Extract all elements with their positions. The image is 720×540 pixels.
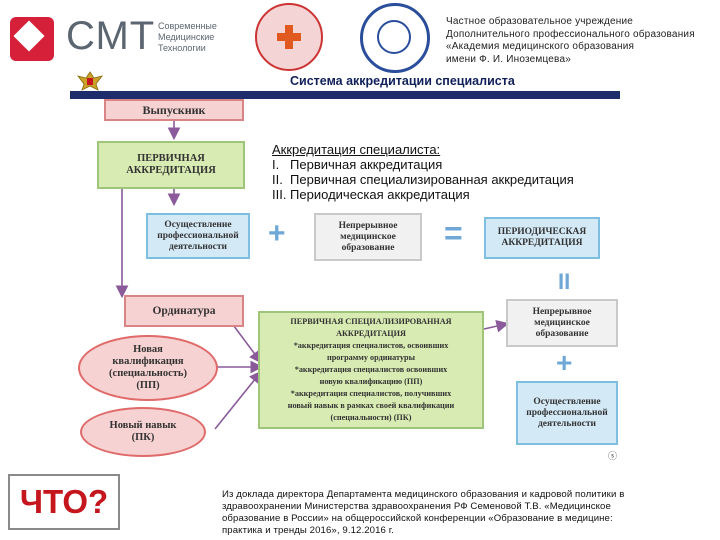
accreditation-list-item: I. Первичная аккредитация <box>272 157 443 172</box>
primary-accreditation-box: ПЕРВИЧНАЯ АККРЕДИТАЦИЯ <box>97 141 245 189</box>
accreditation-list-item: II. Первичная специализированная аккреди… <box>272 172 574 187</box>
academy-emblem-icon <box>255 3 323 71</box>
plus-sign-1: + <box>268 217 286 250</box>
parallel-sign: II <box>558 269 571 294</box>
equals-sign: = <box>444 215 463 251</box>
medical-cross-icon <box>277 25 301 49</box>
panel-mark: ⓢ <box>608 451 618 461</box>
plus-sign-2: + <box>556 347 573 378</box>
new-qualification-oval: Новая квалификация (специальность) (ПП) <box>78 335 218 401</box>
title-divider-bar <box>70 91 620 99</box>
slide-title: Система аккредитации специалиста <box>290 74 515 88</box>
smt-logo-subtitle: Современные Медицинские Технологии <box>158 21 217 53</box>
practice-left-box: Осуществление профессиональной деятельно… <box>146 213 250 259</box>
diagram-panel: Выпускник ПЕРВИЧНАЯ АККРЕДИТАЦИЯ Осущест… <box>70 99 620 467</box>
smt-logo-text: СМТ <box>66 14 156 58</box>
continuous-education-right-box: Непрерывное медицинское образование <box>506 299 618 347</box>
organization-name: Частное образовательное учреждение Допол… <box>446 16 695 65</box>
practice-right-box: Осуществление профессиональной деятельно… <box>516 381 618 445</box>
new-skill-oval: Новый навык (ПК) <box>80 407 206 457</box>
diagram-arrows <box>115 121 510 430</box>
accreditation-list-heading: Аккредитация специалиста: <box>272 142 441 157</box>
smt-logo-mark <box>10 17 54 61</box>
source-citation: Из доклада директора Департамента медици… <box>222 489 625 536</box>
residency-box: Ординатура <box>124 295 244 327</box>
academy-seal-icon <box>360 3 430 73</box>
graduate-box: Выпускник <box>104 99 244 121</box>
periodic-accreditation-box: ПЕРИОДИЧЕСКАЯ АККРЕДИТАЦИЯ <box>484 217 600 259</box>
question-label: ЧТО? <box>8 474 120 530</box>
specialized-accreditation-box: ПЕРВИЧНАЯ СПЕЦИАЛИЗИРОВАННАЯ АККРЕДИТАЦИ… <box>258 311 484 429</box>
arrow-skill-specialized <box>214 370 263 430</box>
continuous-education-mid-box: Непрерывное медицинское образование <box>314 213 422 261</box>
arrow-specialized-continuous <box>483 319 510 333</box>
accreditation-list: Аккредитация специалиста: I. Первичная а… <box>272 142 612 202</box>
coat-of-arms-icon <box>77 71 103 91</box>
accreditation-list-item: III. Периодическая аккредитация <box>272 187 470 202</box>
